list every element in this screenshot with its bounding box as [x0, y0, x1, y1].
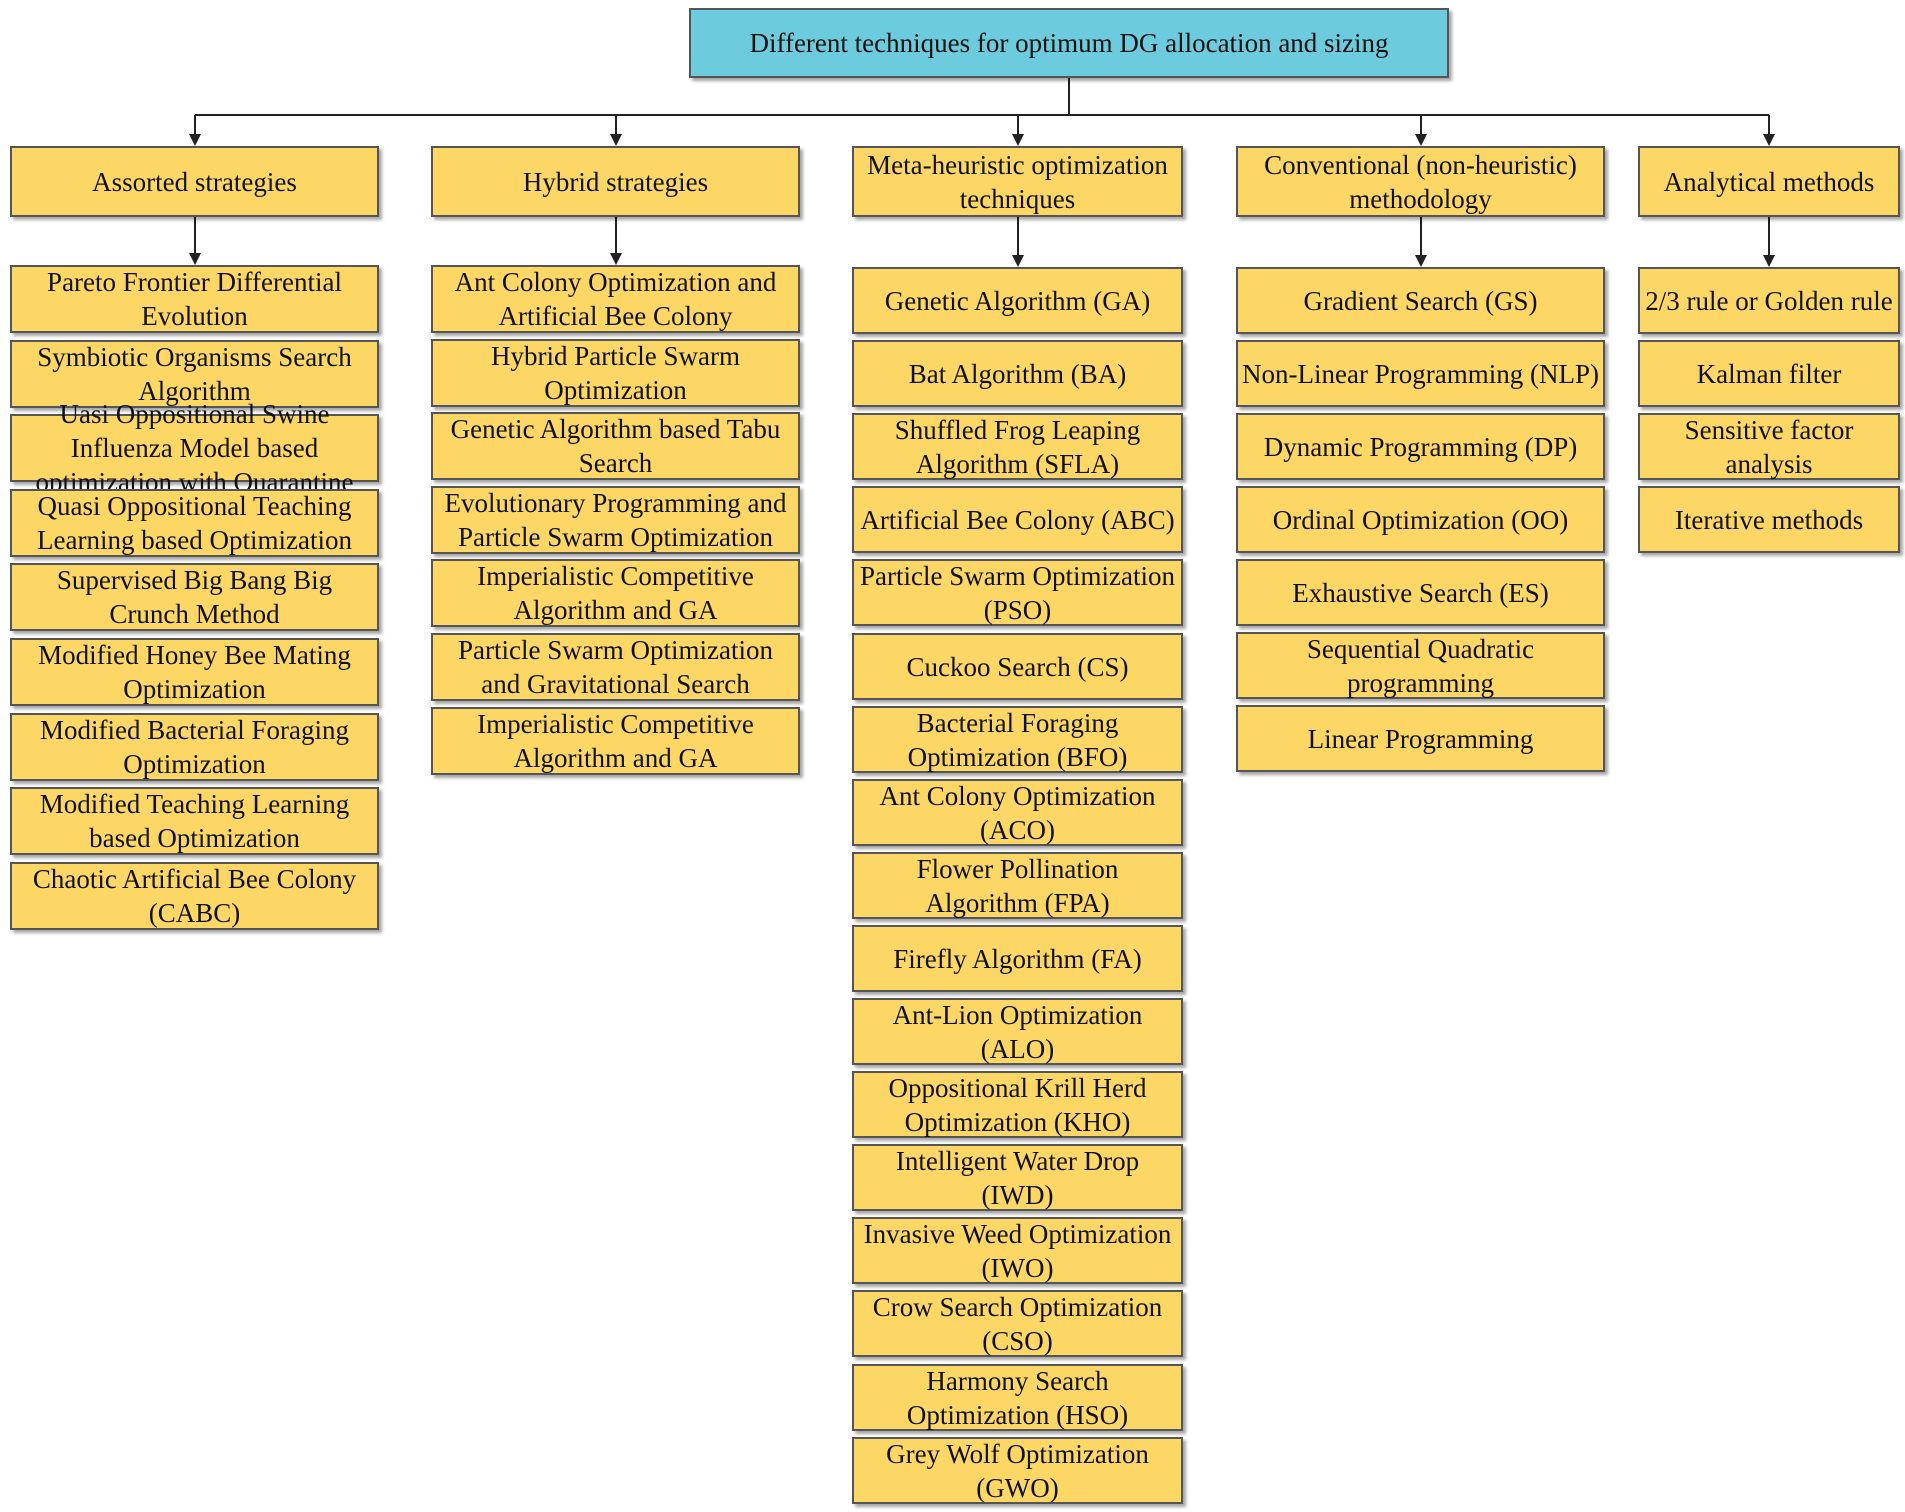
- technique-box: Evolutionary Programming and Particle Sw…: [431, 486, 800, 554]
- category-arrow-head: [1415, 134, 1427, 146]
- category-box: Meta-heuristic optimization techniques: [852, 146, 1183, 217]
- technique-box: Pareto Frontier Differential Evolution: [10, 265, 379, 333]
- item-arrow-head: [1012, 255, 1024, 267]
- technique-box: Linear Programming: [1236, 705, 1605, 772]
- technique-box: Iterative methods: [1638, 486, 1900, 553]
- technique-box: Cuckoo Search (CS): [852, 633, 1183, 700]
- technique-box: Invasive Weed Optimization (IWO): [852, 1217, 1183, 1284]
- technique-box: Hybrid Particle Swarm Optimization: [431, 339, 800, 407]
- category-arrow-head: [610, 134, 622, 146]
- technique-box: Imperialistic Competitive Algorithm and …: [431, 559, 800, 627]
- technique-box: Bat Algorithm (BA): [852, 340, 1183, 407]
- category-arrow-head: [189, 134, 201, 146]
- category-box: Hybrid strategies: [431, 146, 800, 217]
- technique-box: Particle Swarm Optimization and Gravitat…: [431, 633, 800, 701]
- item-arrow-head: [189, 253, 201, 265]
- technique-box: Ant-Lion Optimization (ALO): [852, 998, 1183, 1065]
- technique-box: Ant Colony Optimization and Artificial B…: [431, 265, 800, 333]
- technique-box: Grey Wolf Optimization (GWO): [852, 1437, 1183, 1504]
- technique-box: Genetic Algorithm (GA): [852, 267, 1183, 334]
- item-arrow-head: [1415, 255, 1427, 267]
- item-arrow-head: [1763, 255, 1775, 267]
- category-box: Analytical methods: [1638, 146, 1900, 217]
- technique-box: Ordinal Optimization (OO): [1236, 486, 1605, 553]
- technique-box: Crow Search Optimization (CSO): [852, 1290, 1183, 1357]
- technique-box: Imperialistic Competitive Algorithm and …: [431, 707, 800, 775]
- technique-box: Gradient Search (GS): [1236, 267, 1605, 334]
- technique-box: Exhaustive Search (ES): [1236, 559, 1605, 626]
- technique-box: Quasi Oppositional Teaching Learning bas…: [10, 489, 379, 557]
- technique-box: Sensitive factor analysis: [1638, 413, 1900, 480]
- technique-box: Sequential Quadratic programming: [1236, 632, 1605, 699]
- technique-box: Kalman filter: [1638, 340, 1900, 407]
- root-node: Different techniques for optimum DG allo…: [689, 8, 1449, 78]
- technique-box: Supervised Big Bang Big Crunch Method: [10, 563, 379, 631]
- technique-box: Harmony Search Optimization (HSO): [852, 1364, 1183, 1431]
- technique-box: Uasi Oppositional Swine Influenza Model …: [10, 399, 379, 497]
- technique-box: Oppositional Krill Herd Optimization (KH…: [852, 1071, 1183, 1138]
- technique-box: Genetic Algorithm based Tabu Search: [431, 412, 800, 480]
- technique-box: Modified Honey Bee Mating Optimization: [10, 638, 379, 706]
- technique-box: Artificial Bee Colony (ABC): [852, 486, 1183, 553]
- technique-box: Symbiotic Organisms Search Algorithm: [10, 340, 379, 408]
- technique-box: Modified Teaching Learning based Optimiz…: [10, 787, 379, 855]
- category-arrow-head: [1012, 134, 1024, 146]
- technique-box: Chaotic Artificial Bee Colony (CABC): [10, 862, 379, 930]
- technique-box: Intelligent Water Drop (IWD): [852, 1144, 1183, 1211]
- category-box: Assorted strategies: [10, 146, 379, 217]
- item-arrow-head: [610, 253, 622, 265]
- category-box: Conventional (non-heuristic) methodology: [1236, 146, 1605, 217]
- technique-box: Modified Bacterial Foraging Optimization: [10, 713, 379, 781]
- technique-box: Particle Swarm Optimization (PSO): [852, 559, 1183, 626]
- technique-box: Firefly Algorithm (FA): [852, 925, 1183, 992]
- technique-box: Bacterial Foraging Optimization (BFO): [852, 706, 1183, 773]
- technique-box: Flower Pollination Algorithm (FPA): [852, 852, 1183, 919]
- category-arrow-head: [1763, 134, 1775, 146]
- technique-box: 2/3 rule or Golden rule: [1638, 267, 1900, 334]
- technique-box: Shuffled Frog Leaping Algorithm (SFLA): [852, 413, 1183, 480]
- technique-box: Dynamic Programming (DP): [1236, 413, 1605, 480]
- technique-box: Non-Linear Programming (NLP): [1236, 340, 1605, 407]
- technique-box: Ant Colony Optimization (ACO): [852, 779, 1183, 846]
